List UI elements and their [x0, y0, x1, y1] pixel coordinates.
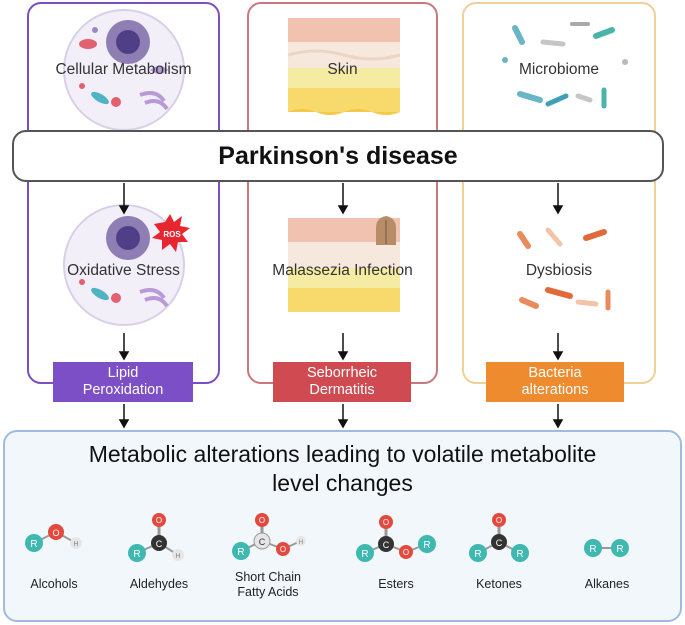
cellular-metabolism-label: Cellular Metabolism [55, 61, 192, 78]
svg-text:R: R [516, 549, 523, 560]
svg-text:R: R [474, 549, 481, 560]
parkinsons-disease-title: Parkinson's disease [218, 141, 458, 170]
dysbiosis-label: Dysbiosis [525, 262, 593, 279]
microbiome-label: Microbiome [518, 61, 600, 78]
svg-text:R: R [133, 549, 140, 560]
svg-text:R: R [423, 540, 430, 551]
malassezia-infection-label: Malassezia Infection [272, 262, 413, 279]
short-chain-fatty-acid-molecule: O C R O H [232, 513, 306, 560]
microbiome-illustration-top [502, 22, 628, 109]
svg-text:C: C [156, 539, 163, 549]
ros-badge-label: ROS [163, 230, 181, 239]
flow-arrows [118, 183, 564, 429]
ester-molecule: O C R O R [356, 515, 436, 562]
ketone-molecule: O C R R [469, 513, 529, 562]
svg-text:O: O [52, 528, 59, 538]
skin-illustration-top [287, 18, 401, 115]
tag-line-2: alterations [521, 382, 589, 398]
ketones-label: Ketones [476, 577, 522, 591]
svg-text:H: H [73, 541, 78, 548]
svg-text:R: R [237, 547, 244, 558]
alcohols-label: Alcohols [30, 577, 78, 591]
short-chain-fatty-acids-label: Short Chain Fatty Acids [222, 570, 314, 600]
metabolic-alterations-panel [3, 430, 682, 622]
svg-text:R: R [361, 549, 368, 560]
oxidative-stress-label: Oxidative Stress [67, 262, 180, 279]
alcohol-molecule: R O H [25, 524, 82, 552]
svg-text:O: O [383, 518, 389, 527]
tag-line-1: Seborrheic [306, 365, 378, 381]
metabolic-alterations-title: Metabolic alterations leading to volatil… [0, 440, 685, 498]
tag-line-1: Lipid [107, 365, 139, 381]
svg-text:H: H [175, 553, 180, 560]
svg-text:O: O [280, 545, 286, 554]
alkane-molecule: R R [584, 539, 629, 557]
svg-text:O: O [496, 516, 502, 525]
svg-text:R: R [30, 539, 37, 550]
tag-line-2: Peroxidation [82, 382, 164, 398]
cell-illustration-oxidative [63, 204, 190, 326]
esters-label: Esters [378, 577, 414, 591]
skin-illustration-infection [288, 216, 400, 312]
aldehydes-label: Aldehydes [129, 577, 189, 591]
parkinsons-disease-box: Parkinson's disease [12, 130, 664, 182]
tag-line-2: Dermatitis [309, 382, 375, 398]
svg-text:O: O [156, 516, 162, 525]
svg-text:C: C [496, 538, 503, 548]
cell-illustration-top [63, 9, 185, 131]
svg-text:H: H [299, 540, 303, 546]
tag-line-1: Bacteria [528, 365, 582, 381]
title-line-1: Metabolic alterations leading to volatil… [88, 441, 597, 467]
skin-label: Skin [327, 61, 358, 78]
svg-text:R: R [616, 544, 623, 555]
svg-text:O: O [403, 548, 409, 557]
label-line-2: Fatty Acids [237, 585, 299, 599]
title-line-2: level changes [272, 470, 413, 496]
svg-text:C: C [383, 540, 390, 550]
svg-text:R: R [589, 544, 596, 555]
microbiome-illustration-dysbiosis [517, 227, 611, 311]
alkanes-label: Alkanes [584, 577, 630, 591]
svg-text:C: C [259, 537, 266, 547]
svg-text:O: O [259, 516, 265, 525]
aldehyde-molecule: O C R H [128, 513, 184, 562]
ros-burst-icon [152, 214, 190, 252]
label-line-1: Short Chain [234, 570, 301, 584]
